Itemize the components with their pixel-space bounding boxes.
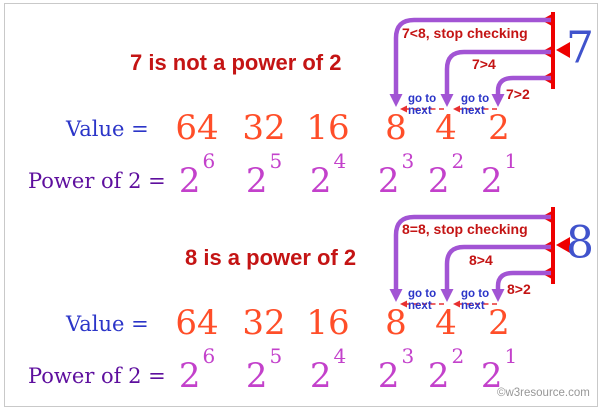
power-row-label: Power of 2 = bbox=[28, 364, 166, 388]
goto-label-line1: go to bbox=[461, 288, 490, 300]
power-exponent: 5 bbox=[269, 344, 283, 368]
power-base: 2 bbox=[427, 356, 450, 396]
value-number: 4 bbox=[435, 303, 457, 343]
section-title: 8 is a power of 2 bbox=[185, 245, 357, 270]
watermark: ©w3resource.com bbox=[497, 387, 590, 399]
value-number: 8 bbox=[385, 303, 407, 343]
value-number: 8 bbox=[385, 108, 407, 148]
goto-next-label: go to next bbox=[408, 288, 436, 312]
value-number: 64 bbox=[175, 108, 219, 148]
value-number: 64 bbox=[175, 303, 219, 343]
goto-label-line2: next bbox=[461, 300, 485, 312]
value-number: 4 bbox=[435, 108, 457, 148]
value-row-label: Value = bbox=[66, 117, 149, 141]
goto-next-label: go to next bbox=[461, 93, 489, 117]
goto-label-line2: next bbox=[408, 300, 432, 312]
power-exponent: 2 bbox=[451, 149, 465, 173]
value-number: 32 bbox=[242, 108, 286, 148]
section-title: 7 is not a power of 2 bbox=[130, 50, 342, 75]
value-number: 2 bbox=[488, 303, 510, 343]
power-base: 2 bbox=[245, 161, 268, 201]
power-exponent: 6 bbox=[202, 344, 216, 368]
value-row-label: Value = bbox=[66, 312, 149, 336]
power-base: 2 bbox=[480, 356, 503, 396]
step-label: 7<8, stop checking bbox=[402, 25, 528, 41]
value-number: 16 bbox=[306, 303, 350, 343]
diagram-border bbox=[4, 3, 598, 407]
step-label: 8=8, stop checking bbox=[402, 221, 528, 237]
value-number: 2 bbox=[488, 108, 510, 148]
power-base: 2 bbox=[245, 356, 268, 396]
power-base: 2 bbox=[309, 356, 332, 396]
power-exponent: 3 bbox=[401, 149, 415, 173]
power-base: 2 bbox=[377, 161, 400, 201]
value-number: 16 bbox=[306, 108, 350, 148]
target-number: 8 bbox=[566, 217, 594, 269]
power-exponent: 1 bbox=[504, 344, 518, 368]
power-exponent: 5 bbox=[269, 149, 283, 173]
power-base: 2 bbox=[377, 356, 400, 396]
goto-next-label: go to next bbox=[461, 288, 489, 312]
goto-next-label: go to next bbox=[408, 93, 436, 117]
step-label: 7>4 bbox=[472, 56, 496, 72]
power-base: 2 bbox=[178, 356, 201, 396]
power-exponent: 4 bbox=[333, 344, 347, 368]
goto-label-line1: go to bbox=[408, 288, 437, 300]
power-exponent: 4 bbox=[333, 149, 347, 173]
goto-label-line2: next bbox=[461, 105, 485, 117]
power-exponent: 3 bbox=[401, 344, 415, 368]
power-row-label: Power of 2 = bbox=[28, 169, 166, 193]
target-number: 7 bbox=[566, 22, 594, 74]
goto-label-line1: go to bbox=[408, 93, 437, 105]
power-exponent: 6 bbox=[202, 149, 216, 173]
step-label: 7>2 bbox=[506, 86, 530, 102]
goto-label-line1: go to bbox=[461, 93, 490, 105]
power-exponent: 2 bbox=[451, 344, 465, 368]
step-label: 8>4 bbox=[469, 252, 493, 268]
power-base: 2 bbox=[309, 161, 332, 201]
step-label: 8>2 bbox=[507, 281, 531, 297]
goto-label-line2: next bbox=[408, 105, 432, 117]
power-base: 2 bbox=[178, 161, 201, 201]
power-exponent: 1 bbox=[504, 149, 518, 173]
value-number: 32 bbox=[242, 303, 286, 343]
power-base: 2 bbox=[480, 161, 503, 201]
power-base: 2 bbox=[427, 161, 450, 201]
